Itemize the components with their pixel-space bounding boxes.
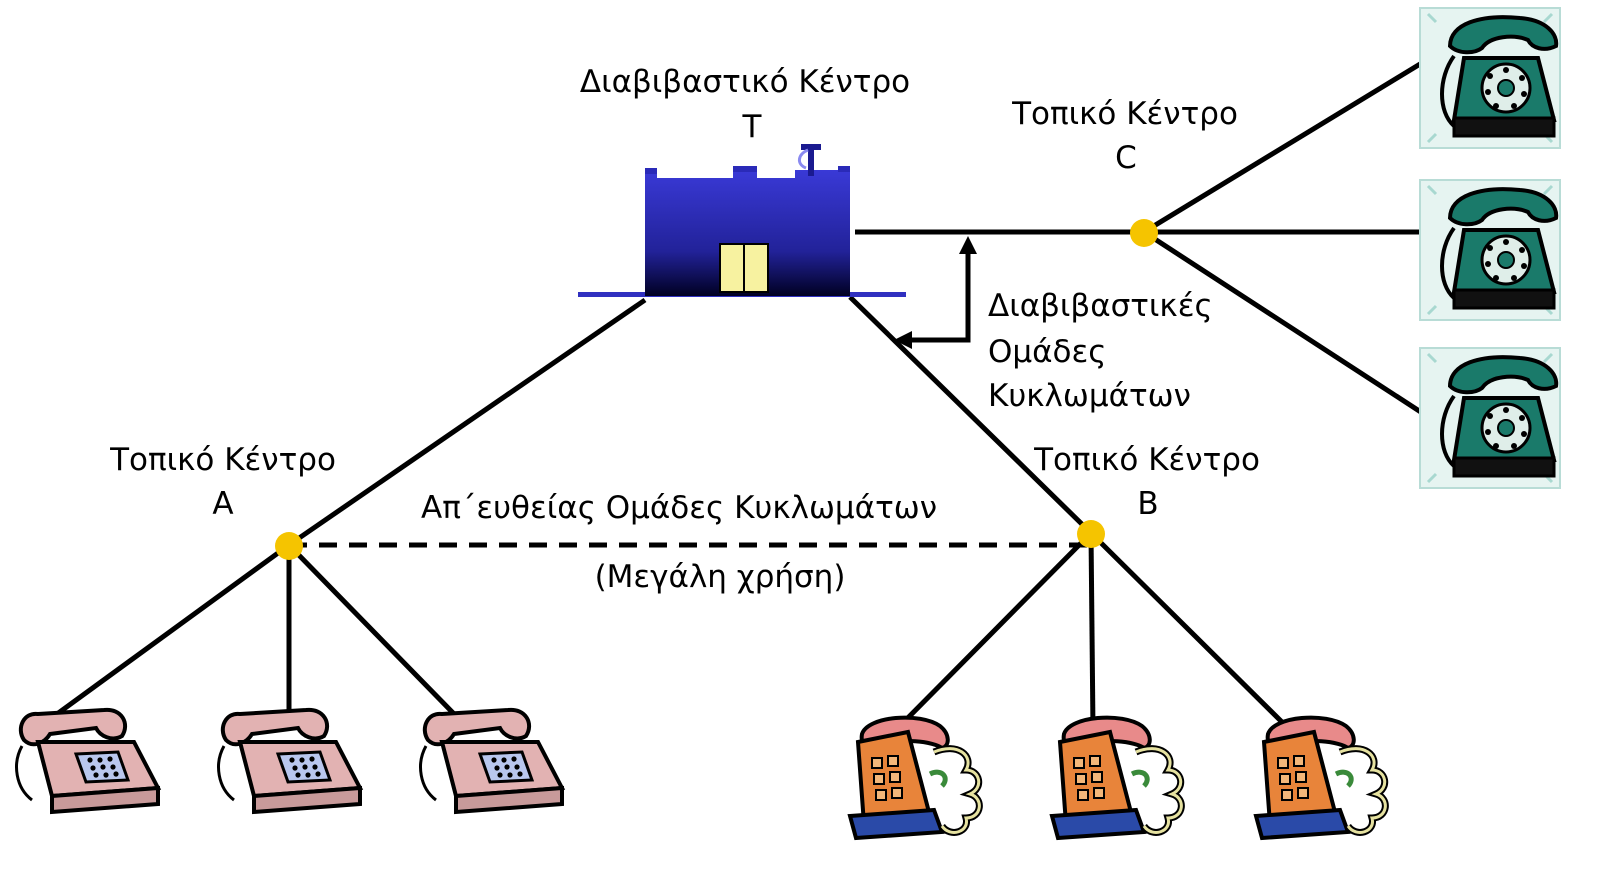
transit-center-id: T: [742, 109, 762, 145]
line-b-phone2: [1088, 532, 1096, 731]
line-a-phone1: [44, 542, 291, 725]
cartoon-phone-icon: [1256, 718, 1385, 838]
local-center-a-id: A: [212, 486, 234, 522]
line-b-phone3: [1089, 531, 1290, 730]
rotary-phone-icon: [1418, 178, 1562, 322]
local-center-b-name: Τοπικό Κέντρο: [1034, 442, 1260, 478]
local-center-c-id: C: [1115, 140, 1137, 176]
line-b-phone1: [884, 531, 1093, 742]
line-c-phone1: [1142, 55, 1432, 235]
line-a-phone3: [287, 543, 460, 720]
node-c: [1130, 219, 1158, 247]
local-center-b-id: B: [1137, 486, 1159, 522]
transit-groups-arrow: [894, 236, 977, 349]
transit-groups-line3: Κυκλωμάτων: [988, 378, 1191, 414]
cartoon-phone-icon: [850, 718, 979, 838]
line-c-phone3: [1142, 229, 1432, 421]
transit-center-name: Διαβιβαστικό Κέντρο: [579, 64, 911, 100]
link-t-a: [287, 297, 647, 548]
push-button-phone-icon: [14, 707, 161, 814]
direct-groups-note: (Μεγάλη χρήση): [594, 559, 846, 595]
rotary-phone-icon: [1418, 6, 1562, 150]
push-button-phone-icon: [216, 707, 362, 814]
node-b: [1077, 520, 1105, 548]
link-t-b: [848, 295, 1093, 535]
cartoon-phone-icon: [1052, 718, 1181, 838]
local-center-a-name: Τοπικό Κέντρο: [110, 442, 336, 478]
transit-groups-line1: Διαβιβαστικές: [988, 288, 1213, 324]
push-button-phone-icon: [418, 707, 564, 814]
direct-groups-label: Απ΄ευθείας Ομάδες Κυκλωμάτων: [420, 490, 938, 526]
local-center-c-name: Τοπικό Κέντρο: [1012, 96, 1238, 132]
rotary-phone-icon: [1418, 346, 1562, 490]
node-a: [275, 532, 303, 560]
transit-exchange-building: [578, 144, 906, 297]
transit-groups-line2: Ομάδες: [988, 334, 1107, 370]
